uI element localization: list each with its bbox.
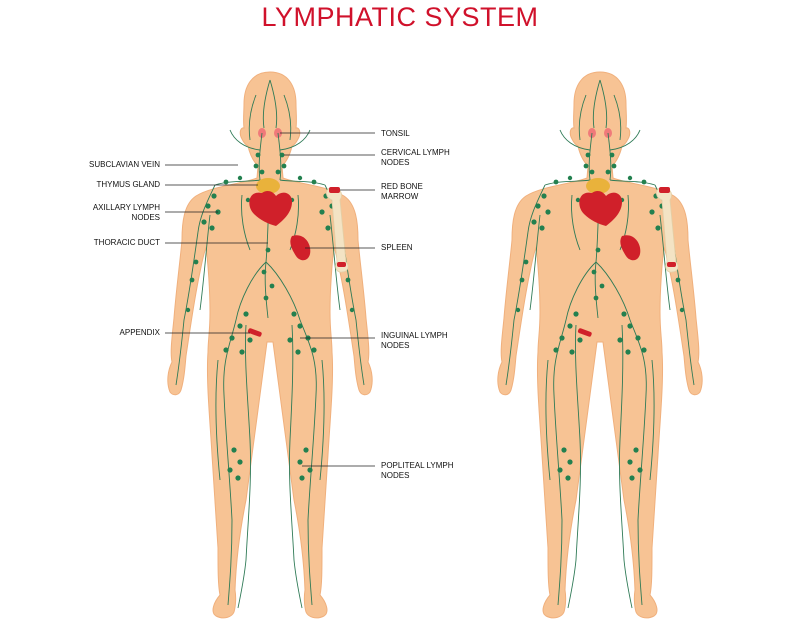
thymus-gland-shape-2: [586, 178, 610, 194]
label-thoracic-duct: THORACIC DUCT: [93, 238, 160, 247]
spleen-shape-2: [620, 235, 641, 261]
label-spleen: SPLEEN: [381, 243, 413, 252]
label-cervical-lymph-nodes: CERVICAL LYMPH NODES: [381, 148, 450, 167]
label-subclavian-vein: SUBCLAVIAN VEIN: [89, 160, 160, 169]
heart-shape-2: [579, 191, 622, 226]
appendix-shape-2: [577, 328, 592, 337]
label-tonsil: TONSIL: [381, 129, 410, 138]
label-thymus-gland: THYMUS GLAND: [96, 180, 160, 189]
label-popliteal-lymph-nodes: POPLITEAL LYMPH NODES: [381, 461, 454, 480]
bone-marrow-head: [329, 187, 340, 193]
label-inguinal-lymph-nodes: INGUINAL LYMPH NODES: [381, 331, 448, 350]
label-red-bone-marrow: RED BONE MARROW: [381, 182, 423, 201]
label-axillary-lymph-nodes: AXILLARY LYMPH NODES: [92, 203, 160, 222]
spleen-shape: [290, 235, 311, 261]
body-figure-labeled: [167, 71, 373, 619]
appendix-shape: [247, 328, 262, 337]
humerus-bone: [326, 187, 349, 273]
leader-lines: [165, 132, 375, 467]
label-appendix: APPENDIX: [119, 328, 160, 337]
page-title: LYMPHATIC SYSTEM: [261, 2, 539, 32]
humerus-bone-2: [656, 187, 679, 273]
bone-marrow-foot-2: [667, 262, 676, 267]
body-figure-plain: [497, 71, 703, 619]
bone-marrow-head-2: [659, 187, 670, 193]
heart-shape: [249, 191, 292, 226]
thymus-gland-shape: [256, 178, 280, 194]
bone-marrow-foot: [337, 262, 346, 267]
